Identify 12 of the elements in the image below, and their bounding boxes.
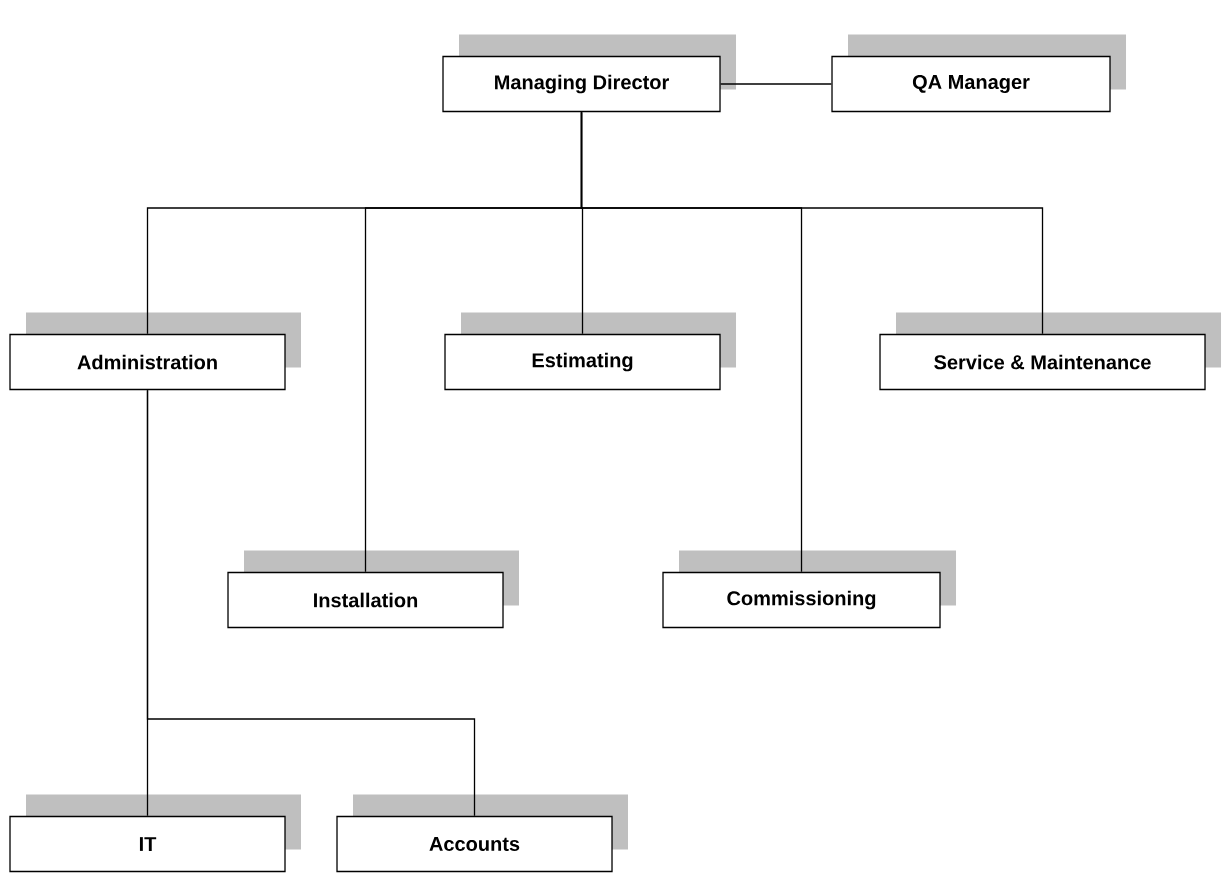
org-box: IT <box>9 794 301 873</box>
connector-line <box>146 389 476 817</box>
connector-line <box>720 83 832 85</box>
org-box: QA Manager <box>831 34 1126 113</box>
org-box: Service & Maintenance <box>879 312 1221 391</box>
org-box: Estimating <box>444 312 736 391</box>
org-box: Commissioning <box>662 550 956 629</box>
org-box: Installation <box>227 550 519 629</box>
org-box: Accounts <box>336 794 628 873</box>
org-box: Administration <box>9 312 301 391</box>
connector-line <box>580 111 1044 335</box>
org-box: Managing Director <box>442 34 736 113</box>
